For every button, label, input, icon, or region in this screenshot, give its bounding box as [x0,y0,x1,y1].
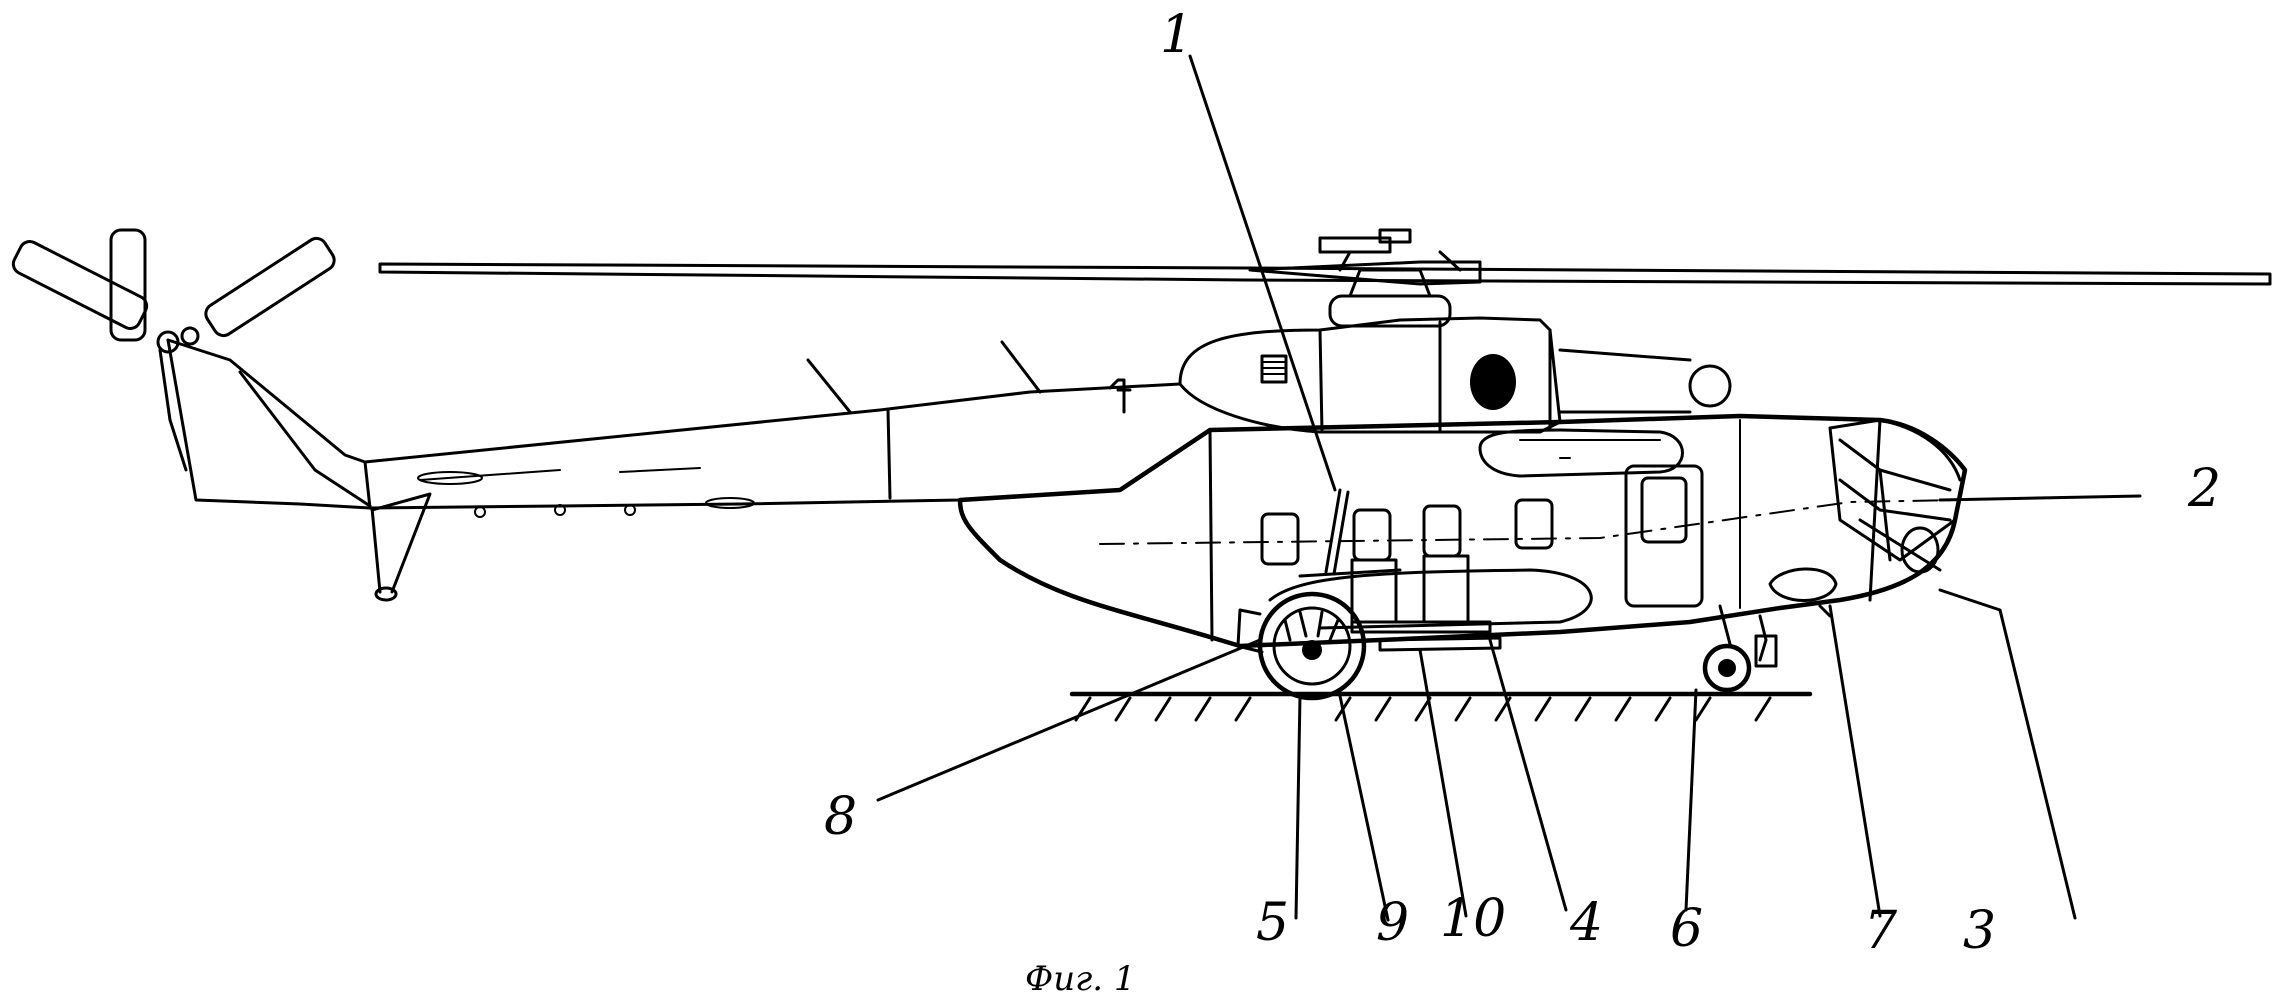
callout-1: 1 [1160,5,1193,65]
main-rotor [378,228,2272,328]
callout-9: 9 [1376,893,1409,953]
callout-4: 4 [1569,893,1603,953]
fuselage [957,413,1968,649]
callout-3: 3 [1963,901,1996,961]
callout-2: 2 [2187,459,2221,519]
callout-7: 7 [1864,901,1898,961]
sponson [1268,568,1593,630]
callout-6: 6 [1670,899,1703,959]
callout-8: 8 [824,787,857,847]
figure-caption: Фиг. 1 [1025,959,1136,999]
callout-5: 5 [1256,893,1289,953]
main-landing-gear [1236,591,1367,701]
nose-pod [1768,567,1838,618]
callout-10: 10 [1440,889,1506,949]
nose-landing-gear [1702,604,1778,693]
engine-cowling [1178,316,1732,434]
tail-rotor [11,228,336,472]
leader-lines [876,54,2142,922]
ground [1069,691,1813,722]
tail-boom [166,338,1182,602]
callout-labels: 1 2 3 4 5 6 7 8 9 10 [824,5,2221,961]
